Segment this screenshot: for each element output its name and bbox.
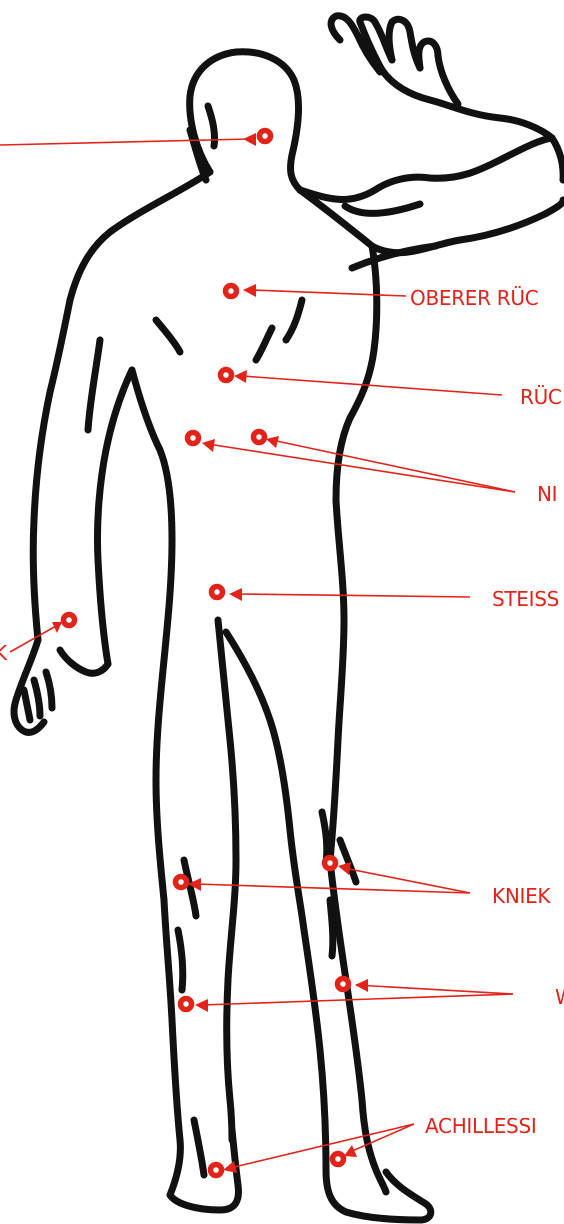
marker-achilles-right [333,1154,344,1165]
leader-calf-left [202,994,513,1005]
label-back: RÜC [520,385,562,409]
label-hollow-of-knee: KNIEK [492,884,551,908]
arrowhead-neck [243,133,256,146]
marker-tailbone [212,587,223,598]
marker-knee-right [325,858,336,869]
labels: OBERER RÜC RÜC NI STEISS K KNIEK W ACHIL… [0,286,564,1138]
arrowhead-tailbone [229,588,242,601]
label-achilles: ACHILLESSI [425,1114,536,1138]
label-calves: W [555,985,564,1009]
label-tailbone: STEISS [492,587,559,611]
leader-achilles-right [350,1124,414,1152]
arrowhead-knee-right [338,862,351,875]
marker-kidney-left [188,433,199,444]
arrowhead-calf-left [195,999,208,1012]
leader-back [242,376,502,395]
marker-wrist [64,615,75,626]
leader-upper-back [252,290,406,296]
arrowhead-calf-right [355,979,368,992]
arrowhead-upper-back [243,284,256,297]
leader-kidneys-right [272,440,515,492]
arrowhead-back [234,370,247,383]
arrowhead-achilles-right [344,1145,357,1157]
leader-kidneys-left [208,444,515,492]
marker-upper-back [226,286,237,297]
marker-neck [260,131,271,142]
marker-calf-right [338,979,349,990]
marker-kidney-right [254,432,265,443]
marker-achilles-left [211,1165,222,1176]
leader-tailbone [238,594,470,597]
marker-calf-left [181,999,192,1010]
marker-back [221,370,232,381]
arrowhead-kidneys-left [202,439,215,452]
arrowheads [52,133,368,1173]
label-upper-back: OBERER RÜC [410,286,538,310]
marker-knee-left [176,877,187,888]
arrowhead-kidneys-right [266,436,279,448]
body-outline [14,16,563,1220]
leader-calf-right [356,985,513,994]
label-wrist: K [0,641,8,665]
label-kidneys: NI [537,482,557,506]
